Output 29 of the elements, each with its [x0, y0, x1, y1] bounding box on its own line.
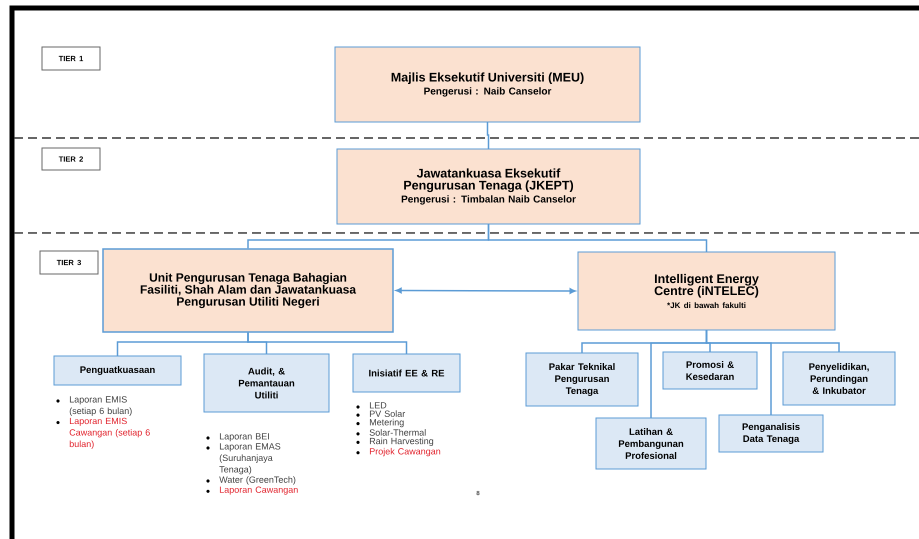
bullet-item: Rain Harvesting	[370, 438, 434, 446]
unit-box: Penyelidikan, Perundingan & Inkubator	[782, 352, 896, 406]
unit-box: Promosi & Kesedaran	[662, 352, 758, 390]
bullet-item: LED	[370, 402, 386, 408]
connector-line	[486, 122, 490, 148]
connector-line	[396, 288, 576, 294]
committee-box: Majlis Eksekutif Universiti (MEU) Pengerusi : Naib Canselor	[334, 46, 640, 122]
unit-box: Latihan & Pembangunan Profesional	[596, 418, 706, 470]
committee-box: Unit Pengurusan Tenaga Bahagian Fasiliti, Shah Alam dan Jawatankuasa Pengurusan Utiliti Negeri	[102, 248, 394, 333]
bullet-item: Water (GreenTech)	[219, 476, 296, 485]
bullet-item: Laporan EMAS (Suruhanjaya Tenaga)	[219, 443, 280, 474]
connector-line	[706, 330, 840, 352]
bullet-item: Laporan EMIS (setiap 6 bulan)	[70, 396, 132, 416]
connector-line	[247, 332, 408, 354]
unit-box: Penguatkuasaan	[54, 356, 182, 386]
bullet-item: Projek Cawangan	[370, 448, 440, 456]
bullet-item: PV Solar	[370, 410, 406, 417]
bullet-item: Solar-Thermal	[370, 429, 426, 436]
committee-box: Intelligent Energy Centre (iNTELEC) *JK di bawah fakulti	[578, 252, 836, 330]
bullet-item: Laporan EMIS Cawangan (setiap 6 bulan)	[70, 418, 150, 449]
bullet-item: Laporan BEI	[220, 433, 269, 442]
unit-box: Penganalisis Data Tenaga	[718, 414, 824, 452]
unit-box: Inisiatif EE & RE	[352, 354, 460, 392]
unit-box: Pakar Teknikal Pengurusan Tenaga	[526, 352, 638, 406]
connector-line	[488, 224, 708, 252]
bullet-item: Metering	[370, 418, 404, 428]
committee-box: Jawatankuasa Eksekutif Pengurusan Tenaga (JKEPT) Pengerusi : Timbalan Naib Canselor	[336, 148, 640, 224]
bullet-item: Laporan Cawangan	[220, 486, 298, 495]
unit-box: Audit, & Pemantauan Utiliti	[204, 354, 330, 412]
